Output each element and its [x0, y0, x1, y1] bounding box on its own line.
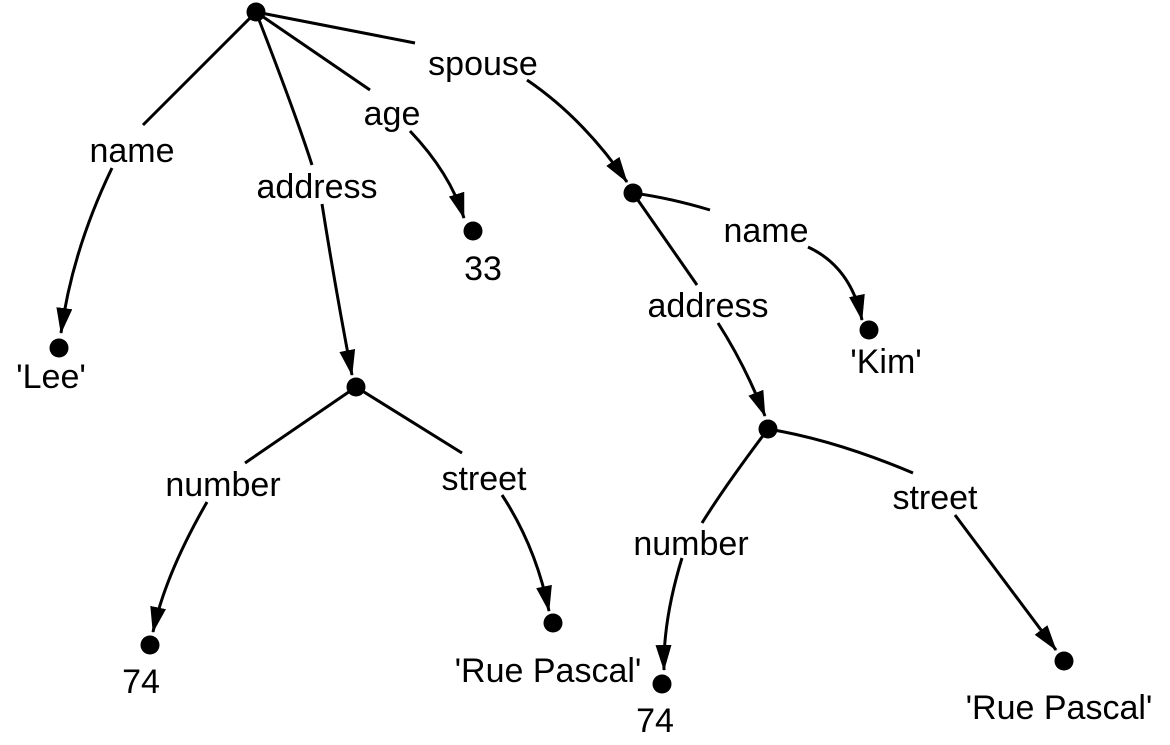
edge-label-street: street [441, 460, 527, 498]
value-label-kim: 'Kim' [850, 343, 922, 381]
value-label-74-2: 74 [636, 702, 674, 740]
edge-label-spouse: spouse [428, 45, 538, 83]
edge-root-address: address [254, 11, 378, 376]
edge-line [255, 10, 416, 45]
value-label-33: 33 [464, 250, 502, 288]
value-label-rue-pascal-2: 'Rue Pascal' [966, 689, 1153, 727]
nodes-layer [49, 2, 1074, 694]
edge-label-address: address [257, 168, 378, 206]
edge-arrow [716, 322, 767, 417]
node-spouse [623, 183, 643, 203]
edge-arrow [953, 514, 1058, 651]
edge-line [255, 10, 371, 92]
node-lee-value [49, 338, 69, 358]
edge-line [631, 192, 699, 286]
edge-label-address: address [648, 287, 769, 325]
edge-arrow [56, 167, 114, 334]
edge-line [767, 427, 914, 475]
value-label-rue-pascal-1: 'Rue Pascal' [455, 652, 642, 690]
edge-address1-number: number [150, 385, 357, 633]
edge-address2-number: number [633, 428, 770, 671]
edge-address1-street: street [355, 385, 552, 612]
edge-label-street: street [892, 479, 978, 517]
edge-arrow [807, 245, 865, 321]
edge-label-name: name [89, 132, 174, 170]
edge-arrow [526, 78, 629, 183]
edge-root-name: name [56, 10, 258, 334]
node-address-2 [758, 419, 778, 439]
edge-address2-street: street [767, 427, 1058, 651]
edge-spouse-address: address [631, 192, 769, 417]
node-kim-value [859, 320, 879, 340]
edge-label-number: number [633, 525, 748, 563]
edge-label-number: number [165, 466, 280, 504]
edge-arrow [408, 129, 466, 219]
edge-arrow [500, 494, 552, 612]
edge-label-age: age [364, 95, 421, 133]
node-74-value-1 [140, 635, 160, 655]
edge-arrow [320, 203, 356, 376]
node-74-value-2 [652, 674, 672, 694]
node-address-1 [346, 377, 366, 397]
node-root [246, 2, 266, 22]
edge-arrow [655, 557, 684, 671]
edge-line [244, 385, 357, 465]
edge-line [700, 428, 770, 524]
edge-line [141, 10, 258, 127]
edge-root-spouse: spouse [255, 10, 629, 183]
value-label-74-1: 74 [122, 663, 160, 701]
node-33-value [463, 221, 483, 241]
node-rue-pascal-value-2 [1054, 651, 1074, 671]
edge-root-age: age [255, 10, 466, 219]
edges-layer: name address age spouse name [56, 10, 1058, 671]
edge-line [355, 385, 463, 455]
node-rue-pascal-value-1 [543, 613, 563, 633]
value-labels-layer: 'Lee' 33 'Kim' 74 'Rue Pascal' 74 'Rue P… [16, 250, 1152, 740]
edge-line [254, 11, 314, 166]
edge-label-name: name [723, 212, 808, 250]
edge-arrow [150, 501, 209, 633]
value-label-lee: 'Lee' [16, 358, 86, 396]
